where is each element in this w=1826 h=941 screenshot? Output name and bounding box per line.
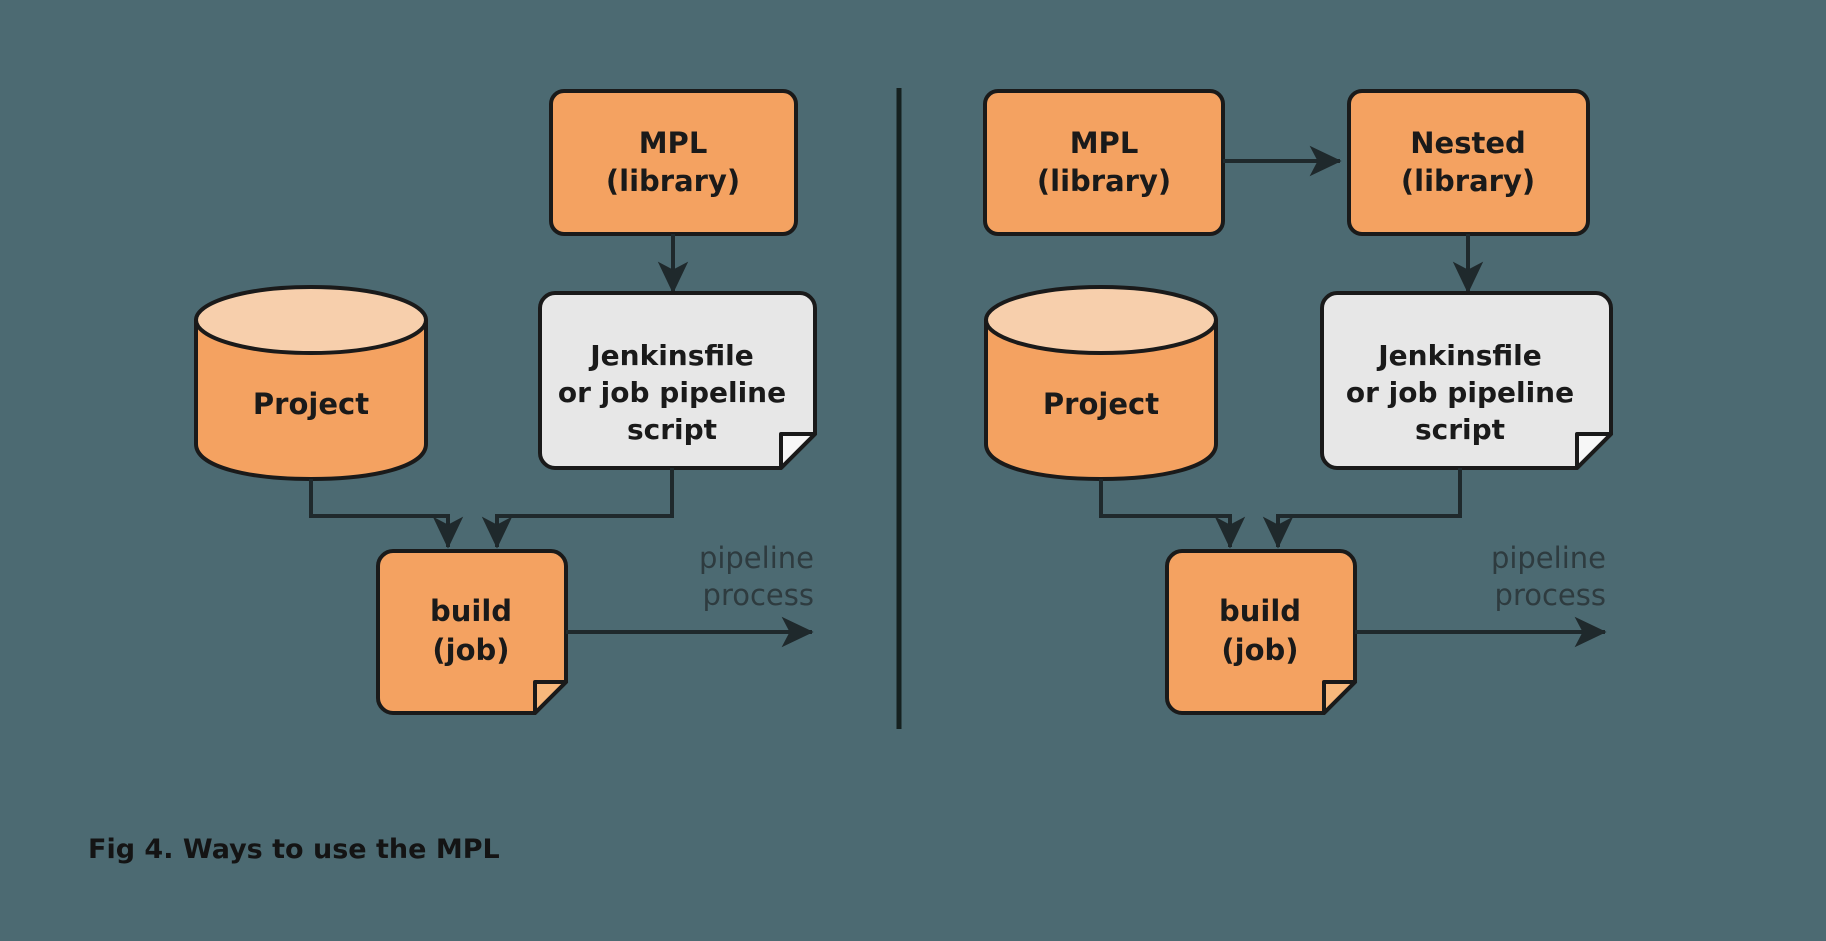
node-label-line2: (library)	[606, 164, 740, 198]
node-mpl-library-right[interactable]: MPL (library)	[983, 89, 1225, 236]
node-label-project: Project	[1043, 387, 1159, 421]
node-project-left[interactable]: Project	[194, 285, 428, 481]
node-label-line3: script	[627, 413, 717, 446]
edge-project-to-build	[309, 479, 464, 549]
node-label-line1: MPL	[639, 126, 708, 160]
node-label-line2: or job pipeline	[1346, 376, 1574, 409]
node-label-line2: (job)	[1221, 633, 1298, 667]
node-label-line1: build	[430, 594, 512, 628]
flow-label-line1: pipeline	[1491, 541, 1606, 575]
node-pipeline-script-left[interactable]: Jenkinsfile or job pipeline script	[538, 291, 817, 470]
node-label-line3: script	[1415, 413, 1505, 446]
edge-project-to-build	[1099, 479, 1246, 549]
node-label-line1: Jenkinsfile	[1376, 339, 1542, 372]
node-build-job-left[interactable]: build (job)	[376, 549, 568, 715]
flow-label-line2: process	[703, 578, 814, 612]
node-label-line1: Nested	[1410, 126, 1526, 160]
edge-script-to-build	[481, 468, 674, 549]
node-pipeline-script-right[interactable]: Jenkinsfile or job pipeline script	[1320, 291, 1613, 470]
edge-script-to-build	[1262, 468, 1462, 549]
node-label-line1: build	[1219, 594, 1301, 628]
node-mpl-library-left[interactable]: MPL (library)	[549, 89, 798, 236]
panel-right: MPL (library) Nested (library) Project	[983, 89, 1613, 715]
node-label-line2: (library)	[1037, 164, 1171, 198]
node-label-line2: (job)	[432, 633, 509, 667]
node-project-right[interactable]: Project	[984, 285, 1218, 481]
node-label-line1: MPL	[1070, 126, 1139, 160]
node-label-project: Project	[253, 387, 369, 421]
flow-label-line2: process	[1495, 578, 1606, 612]
node-build-job-right[interactable]: build (job)	[1165, 549, 1357, 715]
flow-label-line1: pipeline	[699, 541, 814, 575]
node-nested-library-right[interactable]: Nested (library)	[1347, 89, 1590, 236]
node-label-line2: (library)	[1401, 164, 1535, 198]
figure-caption: Fig 4. Ways to use the MPL	[88, 834, 500, 865]
node-label-line1: Jenkinsfile	[588, 339, 754, 372]
node-label-line2: or job pipeline	[558, 376, 786, 409]
panel-left: MPL (library) Project Jenkinsfile or job…	[194, 89, 817, 715]
